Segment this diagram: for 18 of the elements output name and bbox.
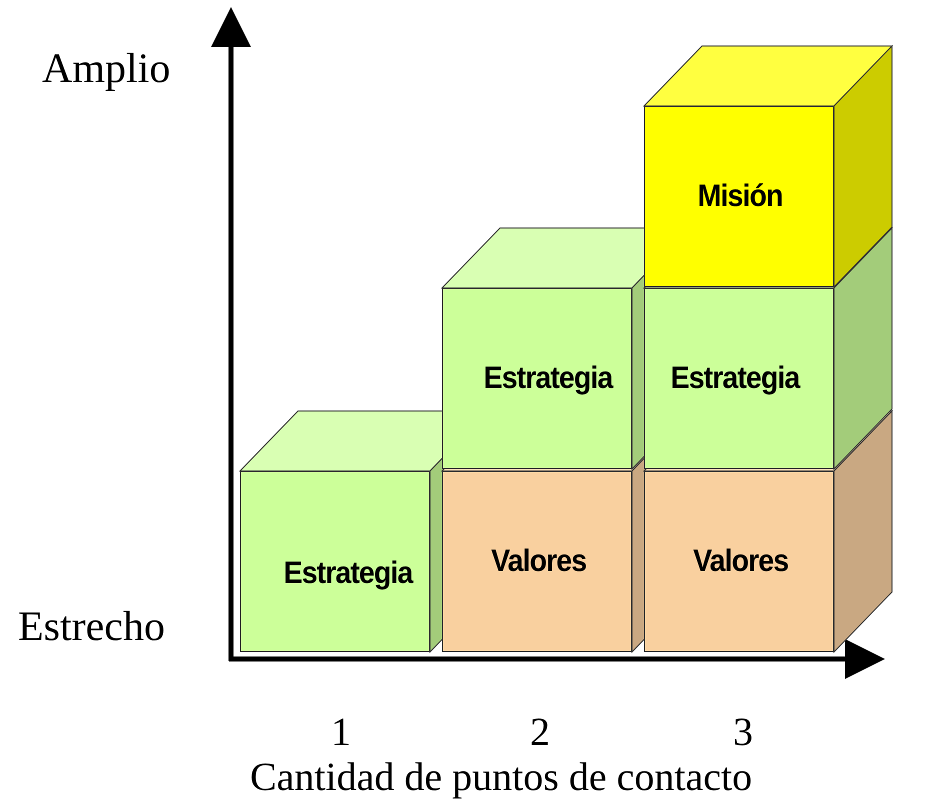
cube-block [442, 471, 632, 652]
axis-label: Amplio [42, 48, 170, 90]
tick-label: 3 [733, 712, 753, 752]
block-label: Valores [692, 542, 788, 578]
cube-block [644, 288, 834, 469]
cube-block [240, 471, 430, 652]
cube-block [644, 106, 834, 287]
axis-title: Cantidad de puntos de contacto [250, 757, 752, 797]
block-label: Estrategia [284, 554, 412, 590]
tick-label: 1 [331, 712, 351, 752]
block-label: Estrategia [670, 360, 800, 396]
block-label: Misión [698, 178, 782, 214]
cube-block [644, 471, 834, 652]
cube-block [442, 288, 632, 469]
block-label: Valores [490, 542, 586, 578]
tick-label: 2 [530, 712, 550, 752]
axis-label: Estrecho [18, 606, 165, 648]
block-label: Estrategia [484, 360, 612, 396]
